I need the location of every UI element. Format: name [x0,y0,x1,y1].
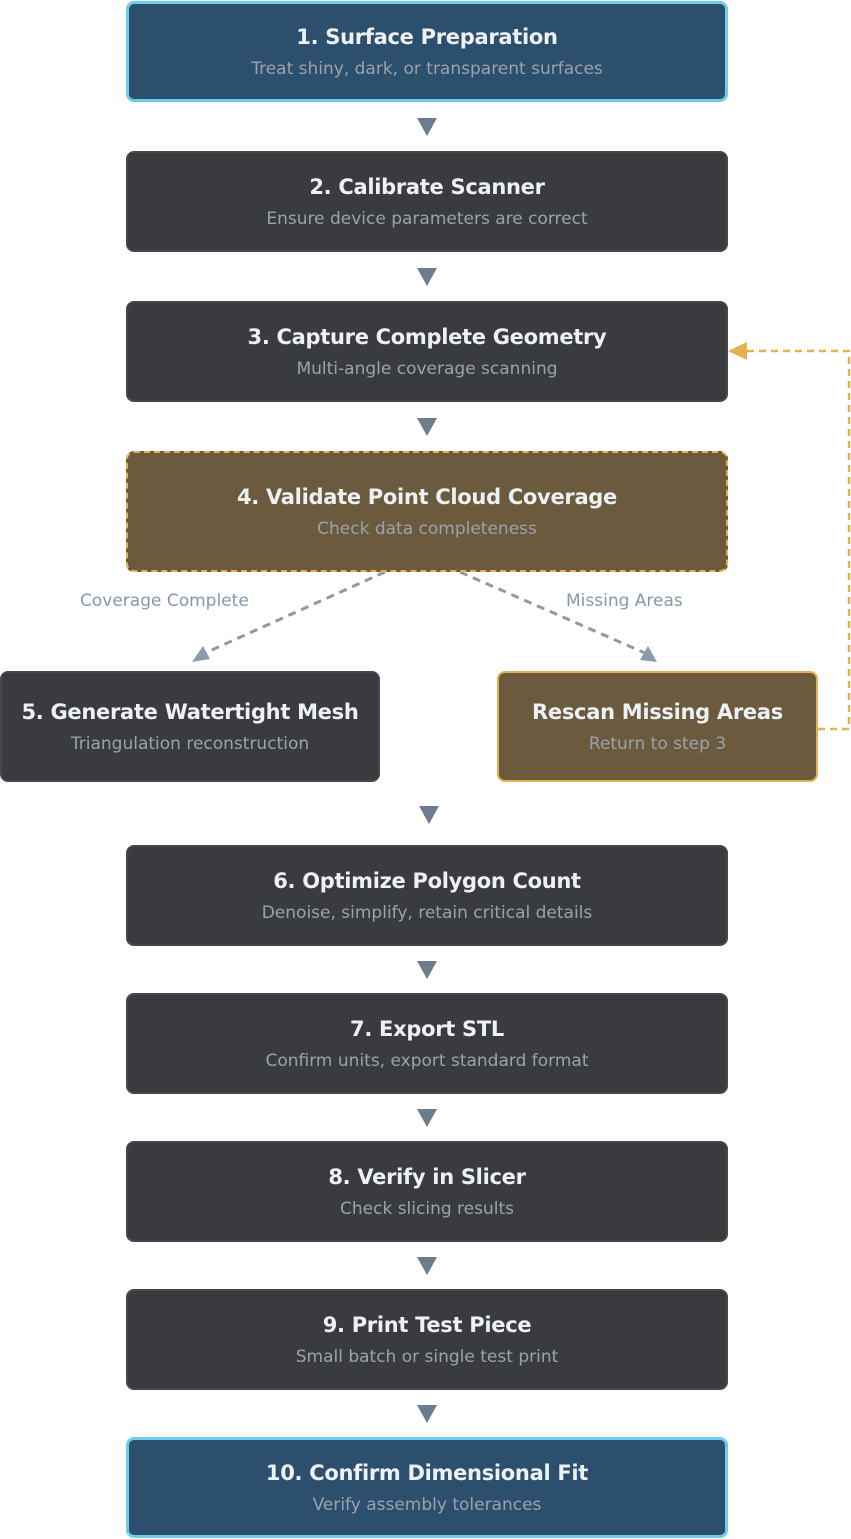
edge-rescan-loop [746,349,851,731]
rescan-node[interactable]: Rescan Missing Areas Return to step 3 [497,671,818,782]
arrow-down-icon [417,1405,437,1423]
step-2-subtitle: Ensure device parameters are correct [266,208,588,229]
step-8-subtitle: Check slicing results [340,1198,514,1219]
arrow-down-icon [417,268,437,286]
step-8-title: 8. Verify in Slicer [328,1164,526,1189]
arrow-down-icon [419,806,439,824]
arrow-down-icon [417,118,437,136]
step-6-node[interactable]: 6. Optimize Polygon Count Denoise, simpl… [126,845,728,946]
step-2-node[interactable]: 2. Calibrate Scanner Ensure device param… [126,151,728,252]
step-7-node[interactable]: 7. Export STL Confirm units, export stan… [126,993,728,1094]
edge-missing-areas [459,570,646,655]
edge-rescan-loop-arrowhead [728,342,747,360]
step-7-subtitle: Confirm units, export standard format [265,1050,589,1071]
edge-coverage-complete [204,570,386,655]
step-8-node[interactable]: 8. Verify in Slicer Check slicing result… [126,1141,728,1242]
step-3-node[interactable]: 3. Capture Complete Geometry Multi-angle… [126,301,728,402]
edge-missing-areas-arrowhead [640,646,657,662]
step-1-node[interactable]: 1. Surface Preparation Treat shiny, dark… [126,1,728,102]
arrow-down-icon [417,1109,437,1127]
step-9-subtitle: Small batch or single test print [295,1346,559,1367]
step-4-title: 4. Validate Point Cloud Coverage [237,484,617,509]
step-3-title: 3. Capture Complete Geometry [247,324,607,349]
arrow-down-icon [417,1257,437,1275]
step-9-node[interactable]: 9. Print Test Piece Small batch or singl… [126,1289,728,1390]
edge-coverage-complete-arrowhead [192,646,210,662]
step-10-node[interactable]: 10. Confirm Dimensional Fit Verify assem… [126,1437,728,1538]
step-4-decision-node[interactable]: 4. Validate Point Cloud Coverage Check d… [126,451,728,572]
step-7-title: 7. Export STL [350,1016,504,1041]
step-4-subtitle: Check data completeness [317,518,537,539]
step-5-node[interactable]: 5. Generate Watertight Mesh Triangulatio… [0,671,380,782]
step-6-title: 6. Optimize Polygon Count [273,868,581,893]
step-5-subtitle: Triangulation reconstruction [70,733,310,754]
step-6-subtitle: Denoise, simplify, retain critical detai… [261,902,593,923]
step-2-title: 2. Calibrate Scanner [309,174,545,199]
rescan-subtitle: Return to step 3 [588,733,727,754]
step-5-title: 5. Generate Watertight Mesh [21,699,359,724]
edge-label-coverage-complete: Coverage Complete [80,591,249,611]
arrow-down-icon [417,418,437,436]
step-1-title: 1. Surface Preparation [296,24,558,49]
step-10-title: 10. Confirm Dimensional Fit [265,1460,589,1485]
arrow-down-icon [417,961,437,979]
step-9-title: 9. Print Test Piece [322,1312,532,1337]
step-10-subtitle: Verify assembly tolerances [312,1494,542,1515]
edge-label-missing-areas: Missing Areas [566,591,683,611]
step-1-subtitle: Treat shiny, dark, or transparent surfac… [251,58,603,79]
step-3-subtitle: Multi-angle coverage scanning [296,358,558,379]
rescan-title: Rescan Missing Areas [532,699,783,724]
